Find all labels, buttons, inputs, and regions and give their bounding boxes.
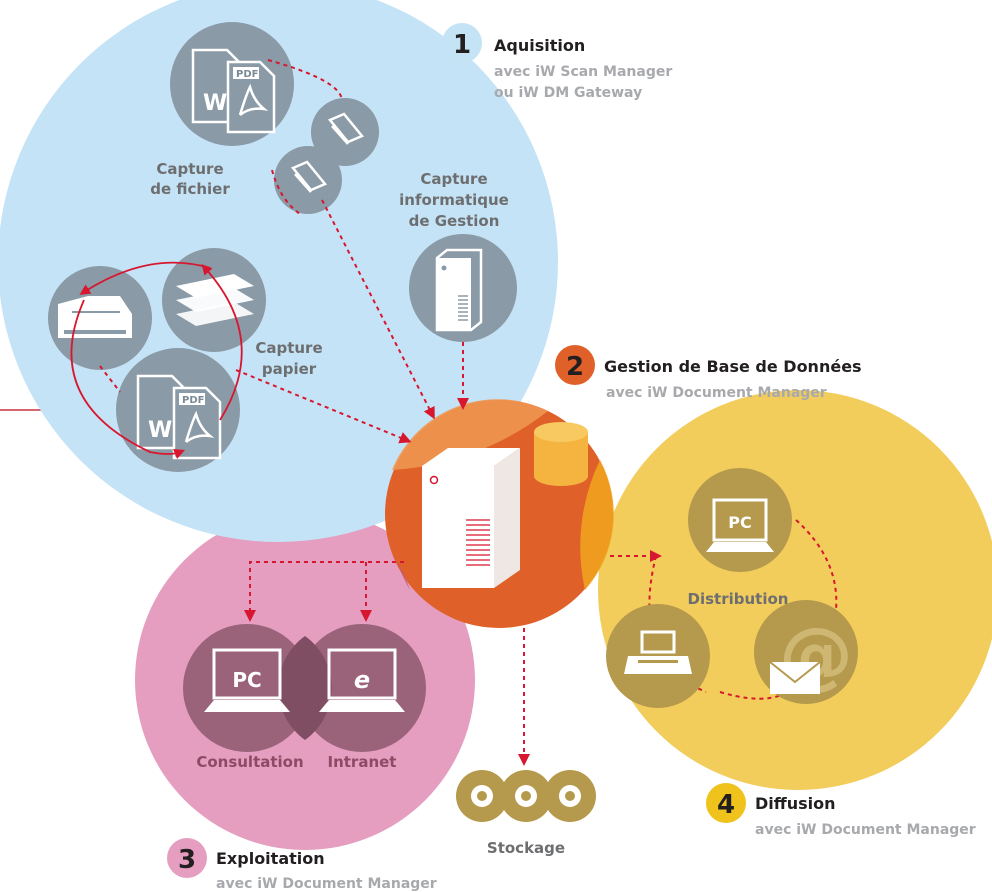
cycle-arrow-top — [79, 261, 211, 295]
step-2-heading: 2 Gestion de Base de Données avec iW Doc… — [555, 345, 862, 401]
pc-text: PC — [232, 668, 261, 692]
step-3-title: Exploitation — [216, 849, 325, 868]
step-4-subtitle: avec iW Document Manager — [755, 822, 976, 838]
capture-fichier-label-1: Capture — [156, 160, 223, 178]
word-letter: W — [148, 418, 172, 443]
step-4-title: Diffusion — [755, 794, 836, 813]
server-capture-node — [409, 234, 517, 342]
overlap-database-exploitation — [397, 560, 410, 590]
scanner-icon — [58, 296, 132, 338]
word-letter: W — [203, 91, 227, 116]
folder-icon — [290, 160, 328, 192]
paper-stack-icon — [176, 274, 254, 326]
step-1-badge — [442, 23, 482, 63]
printer-icon — [624, 630, 692, 674]
step-2-subtitle: avec iW Document Manager — [606, 385, 827, 401]
step-3-heading: 3 Exploitation avec iW Document Manager — [167, 838, 437, 892]
disc-icon — [456, 770, 508, 822]
step-3-number: 3 — [178, 845, 196, 875]
folder-node-1 — [311, 98, 379, 166]
file-capture-link-2 — [271, 169, 301, 215]
capture-fichier-label-2: de fichier — [150, 180, 230, 198]
pc-laptop-icon: PC — [706, 498, 774, 552]
stockage-label: Stockage — [487, 839, 565, 857]
scanner-node — [48, 266, 152, 370]
database-cylinder-icon — [534, 422, 588, 486]
step-4-number: 4 — [717, 790, 735, 820]
paper-dash-link — [99, 365, 121, 393]
printer-node — [606, 604, 710, 708]
envelope-icon — [769, 661, 821, 694]
distribution-label: Distribution — [688, 590, 789, 608]
disc-icon — [500, 770, 552, 822]
pdf-tag: PDF — [182, 395, 204, 406]
pdf-doc-icon: PDF — [226, 60, 276, 134]
arrow-paper-to-db — [235, 369, 412, 444]
distribution-cycle-left — [648, 555, 707, 693]
cycle-arrow-right — [201, 263, 243, 421]
step-3-subtitle: avec iW Document Manager — [216, 876, 437, 892]
step-1-subtitle-2: ou iW DM Gateway — [494, 85, 642, 101]
overlap-acquisition-database — [392, 399, 548, 470]
step-2-badge — [555, 345, 595, 385]
intranet-laptop-icon: e — [319, 648, 405, 712]
step-4-heading: 4 Diffusion avec iW Document Manager — [706, 783, 976, 838]
database-server-icon — [422, 448, 520, 588]
scanned-doc-node: W PDF — [116, 348, 240, 472]
disc-icon — [544, 770, 596, 822]
capture-info-label-2: informatique — [399, 191, 509, 209]
step-1-number: 1 — [453, 30, 471, 60]
capture-papier-label-1: Capture — [255, 339, 322, 357]
server-tower-icon — [435, 248, 483, 332]
step-4-badge — [706, 783, 746, 823]
distribution-pc-node: PC — [688, 468, 792, 572]
pdf-doc-icon: PDF — [172, 386, 222, 460]
exploitation-overlap — [278, 636, 332, 740]
paper-capture-node — [162, 248, 266, 352]
consultation-label: Consultation — [196, 753, 303, 771]
step-2-number: 2 — [566, 352, 584, 382]
arrow-file-to-db — [321, 199, 435, 420]
pc-text: PC — [728, 513, 751, 532]
pdf-tag: PDF — [236, 69, 258, 80]
step-1-subtitle-1: avec iW Scan Manager — [494, 64, 672, 80]
diffusion-circle — [598, 390, 992, 790]
step-1-heading: 1 Aquisition avec iW Scan Manager ou iW … — [442, 23, 672, 101]
arrow-db-to-consultation — [244, 561, 404, 622]
file-capture-link-1 — [267, 59, 343, 101]
storage-discs — [456, 770, 596, 822]
overlap-database-diffusion — [580, 460, 614, 590]
capture-info-label-1: Capture — [420, 170, 487, 188]
cycle-arrow-left — [70, 299, 186, 460]
pc-laptop-icon: PC — [204, 648, 290, 712]
distribution-cycle-right — [795, 519, 838, 611]
folder-icon — [327, 112, 365, 144]
file-capture-node: W PDF — [170, 22, 294, 146]
step-2-title: Gestion de Base de Données — [604, 357, 862, 376]
capture-info-label-3: de Gestion — [409, 212, 500, 230]
email-node: @ — [754, 600, 858, 704]
distribution-cycle-bottom — [719, 679, 801, 700]
capture-papier-label-2: papier — [262, 360, 317, 378]
step-1-title: Aquisition — [494, 36, 585, 55]
ie-letter: e — [354, 666, 370, 694]
step-3-badge — [167, 838, 207, 878]
intranet-label: Intranet — [328, 753, 397, 771]
folder-node-2 — [274, 146, 342, 214]
